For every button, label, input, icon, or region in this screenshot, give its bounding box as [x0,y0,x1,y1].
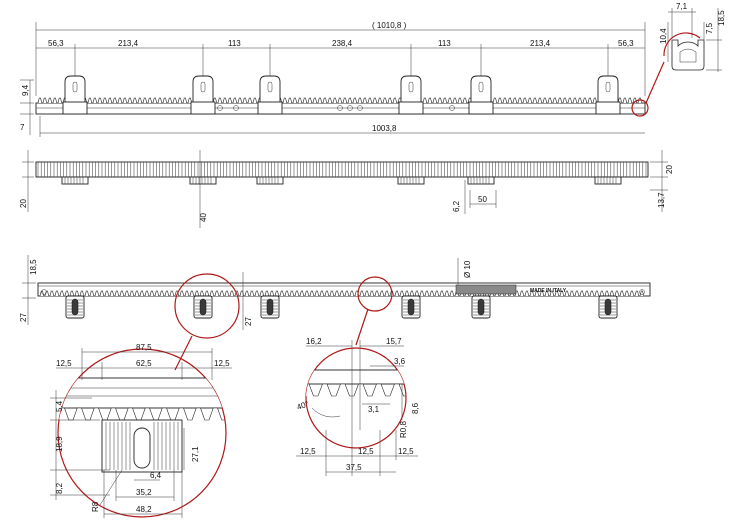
dim-profile-inner: 10,4 [659,28,668,44]
tab-slot [200,81,206,93]
front-tab [397,176,425,185]
stamp-made-in-italy: MADE IN ITALY [530,288,567,294]
front-tab [256,176,284,185]
dim-detail-left-11: 48,2 [136,505,152,514]
mounting-tab [470,75,492,103]
dim-spacing-2: 213,4 [118,39,139,48]
mounting-tab [259,75,281,103]
dim-hole-diameter: Ø 10 [463,260,472,278]
third-tab-slot [71,298,79,316]
dim-spacing-3: 113 [228,39,241,48]
tab-slot [605,81,611,93]
tab-slot [408,81,414,93]
dim-front-right-low: 13,7 [657,192,666,208]
dim-detail-left-8: 6,4 [150,471,162,480]
dim-detail-left-7: 27,1 [191,446,200,462]
front-tab [594,176,622,185]
profile-section: 7,1 18,5 10,4 7,5 [659,2,726,72]
tab-slot [478,81,484,93]
front-tab [189,176,217,185]
mounting-tab [192,75,214,103]
top-view: ( 1010,8 ) 56,3 213,4 113 238,4 113 213,… [20,21,665,137]
tab-base [468,101,494,115]
dim-profile-width: 7,1 [676,2,688,11]
dim-detail-left-3: 62,5 [136,359,152,368]
dim-detail-right-9: 12,5 [358,447,374,456]
tab-base [190,101,216,115]
dim-spacing-7: 56,3 [618,39,634,48]
front-tab [467,176,495,185]
dim-detail-right-4: 40° [296,399,310,412]
dim-overall-bottom: 1003,8 [372,124,397,133]
mounting-tab [64,75,86,103]
dim-detail-right-3: 3,6 [394,357,406,366]
dim-detail-left-9: 8,2 [55,482,64,494]
dim-left-base: 7 [20,123,25,132]
tab-slot [72,81,78,93]
dim-front-gap: 50 [478,195,487,204]
dim-left-height: 9,4 [21,84,30,96]
dim-spacing-4: 238,4 [332,39,353,48]
dim-detail-left-10: 35,2 [136,488,152,497]
mounting-tab [597,75,619,103]
dim-front-center: 40 [199,213,208,222]
dim-profile-slot: 7,5 [705,22,714,34]
dim-detail-left-6: 18,9 [55,436,64,452]
dim-spacing-5: 113 [438,39,451,48]
front-view: 20 13,7 20 40 6,2 50 [19,150,674,228]
dim-front-offset: 6,2 [452,200,461,212]
dim-detail-left-12: R8 [91,501,100,512]
detail-right: 16,2 15,7 3,6 40° 3,1 8,6 R0,8 12,5 12,5… [296,337,420,476]
dim-overall-top: ( 1010,8 ) [372,21,407,30]
tab-base [257,101,283,115]
dim-detail-right-5: 3,1 [368,405,380,414]
dim-detail-right-1: 16,2 [306,337,322,346]
dim-detail-right-8: 12,5 [300,447,316,456]
tab-base [595,101,621,115]
dim-front-left-height: 20 [19,199,28,208]
dim-detail-right-7: R0,8 [399,421,408,438]
third-view: MADE IN ITALY 18,5 27 27 Ø 10 [19,255,651,371]
third-tab-slot [604,298,612,316]
dim-profile-height: 18,5 [717,10,726,26]
mounting-tab [400,75,422,103]
dim-detail-right-2: 15,7 [386,337,402,346]
tab-base [398,101,424,115]
dim-third-left-top: 18,5 [29,259,38,275]
dim-detail-right-11: 12,5 [398,447,414,456]
dim-detail-left-5: 5,4 [55,400,64,412]
dim-detail-left-1: 87,5 [136,343,152,352]
tab-base [62,101,88,115]
dim-spacing-1: 56,3 [48,39,64,48]
dim-front-right-height: 20 [665,165,674,174]
tab-slot [267,81,273,93]
dim-detail-right-6: 8,6 [411,402,420,414]
front-tab [61,176,89,185]
detail-left: 87,5 12,5 62,5 12,5 5,4 18,9 27,1 6,4 8,… [50,343,232,518]
third-tab-slot [199,298,207,316]
dim-detail-left-2: 12,5 [56,359,72,368]
third-tab-slot [407,298,415,316]
dim-detail-right-10: 37,5 [346,463,362,472]
dim-third-center: 27 [244,317,253,326]
dim-third-left-bottom: 27 [19,313,28,322]
dim-spacing-6: 213,4 [530,39,551,48]
dim-detail-left-4: 12,5 [214,359,230,368]
third-tab-slot [266,298,274,316]
third-tab-slot [477,298,485,316]
